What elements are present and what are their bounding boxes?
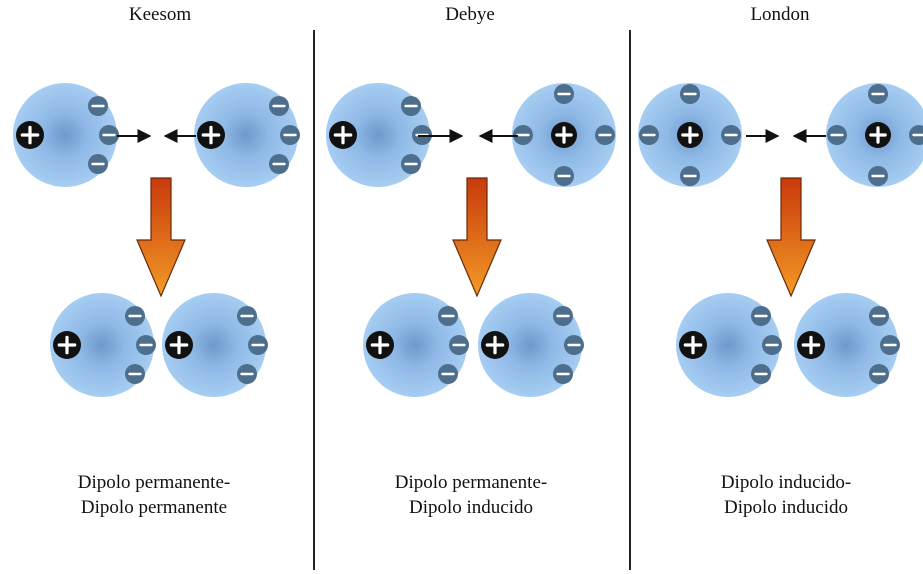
positive-charge-icon <box>329 121 357 149</box>
negative-charge-icon <box>88 96 108 116</box>
caption-keesom-line2: Dipolo permanente <box>80 497 228 518</box>
caption-keesom: Dipolo permanente- Dipolo permanente <box>24 470 284 520</box>
negative-charge-icon <box>751 364 771 384</box>
positive-charge-icon <box>165 331 193 359</box>
negative-charge-icon <box>401 96 421 116</box>
negative-charge-icon <box>869 364 889 384</box>
negative-charge-icon <box>438 364 458 384</box>
debye-molecule-bottom-right <box>478 293 584 397</box>
positive-charge-icon <box>865 122 891 148</box>
london-molecule-top-right <box>826 83 923 187</box>
negative-charge-icon <box>869 306 889 326</box>
negative-charge-icon <box>827 125 847 145</box>
positive-charge-icon <box>53 331 81 359</box>
divider-1 <box>313 30 315 570</box>
caption-debye-line2: Dipolo inducido <box>408 497 534 518</box>
debye-transition-arrow <box>452 177 502 298</box>
negative-charge-icon <box>280 125 300 145</box>
debye-molecule-bottom-left <box>363 293 469 397</box>
negative-charge-icon <box>125 306 145 326</box>
debye-molecule-top-left <box>326 83 432 187</box>
negative-charge-icon <box>680 166 700 186</box>
negative-charge-icon <box>880 335 900 355</box>
keesom-transition-arrow <box>136 177 186 298</box>
negative-charge-icon <box>88 154 108 174</box>
negative-charge-icon <box>99 125 119 145</box>
positive-charge-icon <box>797 331 825 359</box>
negative-charge-icon <box>553 306 573 326</box>
title-london: London <box>750 4 810 25</box>
molecules-layer <box>13 83 923 397</box>
positive-charge-icon <box>679 331 707 359</box>
london-molecule-bottom-left <box>676 293 782 397</box>
title-debye: Debye <box>445 4 495 25</box>
negative-charge-icon <box>868 84 888 104</box>
keesom-molecule-bottom-right <box>162 293 268 397</box>
positive-charge-icon <box>16 121 44 149</box>
negative-charge-icon <box>136 335 156 355</box>
negative-charge-icon <box>595 125 615 145</box>
london-molecule-top-left <box>638 83 742 187</box>
negative-charge-icon <box>237 364 257 384</box>
positive-charge-icon <box>551 122 577 148</box>
debye-molecule-top-right <box>512 83 616 187</box>
negative-charge-icon <box>248 335 268 355</box>
negative-charge-icon <box>269 154 289 174</box>
negative-charge-icon <box>438 306 458 326</box>
negative-charge-icon <box>513 125 533 145</box>
caption-debye: Dipolo permanente- Dipolo inducido <box>341 470 601 520</box>
negative-charge-icon <box>751 306 771 326</box>
negative-charge-icon <box>125 364 145 384</box>
caption-london-line2: Dipolo inducido <box>723 497 849 518</box>
caption-london-line1: Dipolo inducido- <box>720 472 852 493</box>
london-transition-arrow <box>766 177 816 298</box>
keesom-molecule-top-right <box>194 83 300 187</box>
caption-london: Dipolo inducido- Dipolo inducido <box>656 470 916 520</box>
divider-2 <box>629 30 631 570</box>
negative-charge-icon <box>553 364 573 384</box>
keesom-molecule-bottom-left <box>50 293 156 397</box>
negative-charge-icon <box>237 306 257 326</box>
negative-charge-icon <box>449 335 469 355</box>
negative-charge-icon <box>721 125 741 145</box>
london-molecule-bottom-right <box>794 293 900 397</box>
arrows-layer <box>117 129 826 298</box>
positive-charge-icon <box>677 122 703 148</box>
negative-charge-icon <box>762 335 782 355</box>
positive-charge-icon <box>366 331 394 359</box>
negative-charge-icon <box>269 96 289 116</box>
negative-charge-icon <box>564 335 584 355</box>
positive-charge-icon <box>197 121 225 149</box>
negative-charge-icon <box>639 125 659 145</box>
negative-charge-icon <box>554 84 574 104</box>
keesom-molecule-top-left <box>13 83 119 187</box>
positive-charge-icon <box>481 331 509 359</box>
negative-charge-icon <box>401 154 421 174</box>
caption-keesom-line1: Dipolo permanente- <box>77 472 231 493</box>
title-keesom: Keesom <box>128 4 192 25</box>
caption-debye-line1: Dipolo permanente- <box>394 472 548 493</box>
negative-charge-icon <box>554 166 574 186</box>
negative-charge-icon <box>680 84 700 104</box>
negative-charge-icon <box>868 166 888 186</box>
